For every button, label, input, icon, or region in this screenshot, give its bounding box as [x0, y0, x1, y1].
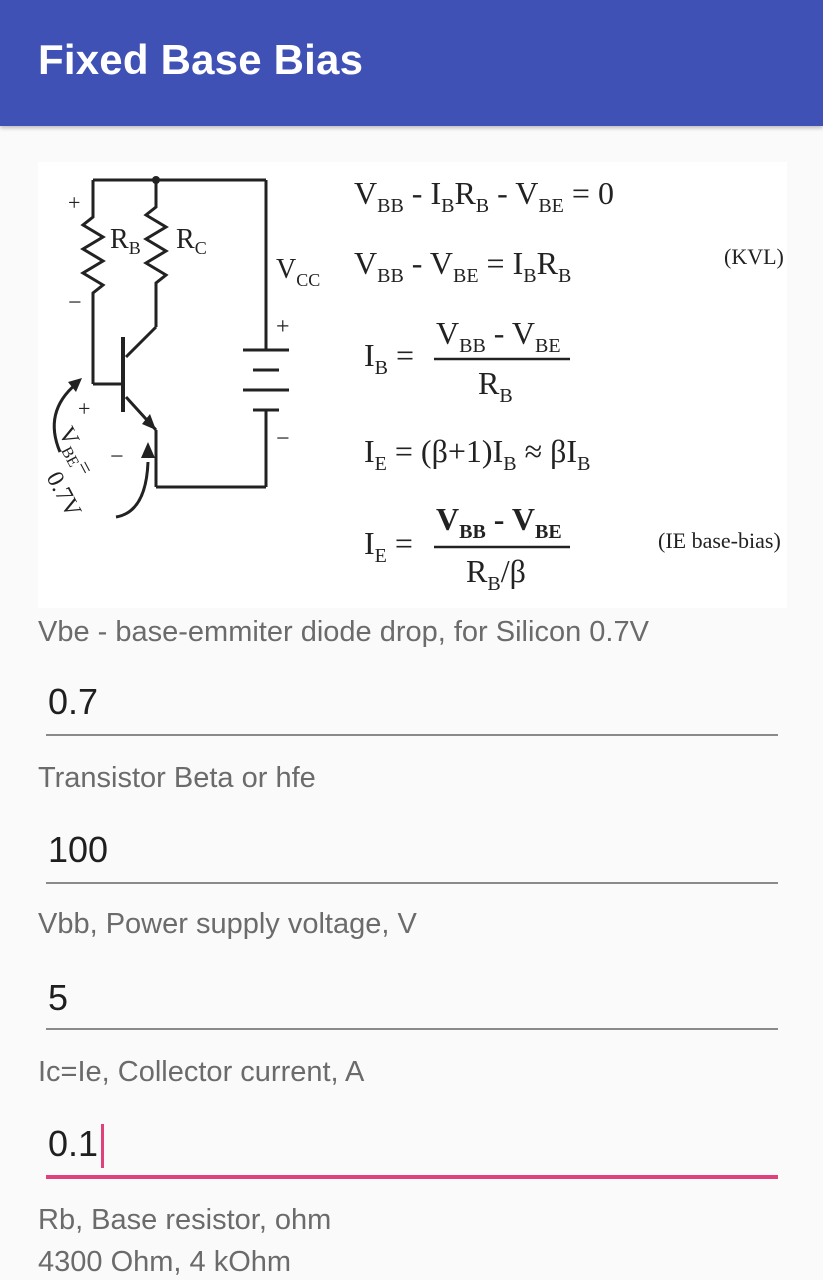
vbb-label: Vbb, Power supply voltage, V — [38, 908, 417, 940]
app-bar: Fixed Base Bias — [0, 0, 823, 126]
vbb-input-underline — [46, 1028, 778, 1030]
vcc-label: VCC — [276, 254, 320, 290]
beta-input-underline — [46, 882, 778, 884]
rb-result-value: 4300 Ohm, 4 kOhm — [38, 1246, 292, 1278]
vcc-plus: + — [276, 314, 290, 340]
beta-label: Transistor Beta or hfe — [38, 762, 316, 794]
vbe-minus: − — [110, 444, 124, 470]
equation-ie-bias-lhs: IE = — [364, 525, 413, 567]
ic-label: Ic=Ie, Collector current, A — [38, 1056, 365, 1088]
vbb-input[interactable] — [46, 970, 780, 1026]
kvl-tag: (KVL) — [724, 244, 784, 269]
equation-ie: IE = (β+1)IB ≈ βIB — [364, 433, 590, 475]
vbe-input-underline — [46, 734, 778, 736]
text-caret — [101, 1124, 104, 1168]
ie-bias-tag: (IE base-bias) — [658, 528, 781, 553]
equation-ib-denominator: RB — [478, 365, 513, 407]
equation-ib-numerator: VBB - VBE — [436, 315, 561, 357]
equation-ib-lhs: IB = — [364, 337, 414, 379]
vbe-label: Vbe - base-emmiter diode drop, for Silic… — [38, 616, 649, 648]
rb-plus: + — [68, 190, 80, 215]
circuit-diagram-image: + − RB RC VCC + − + − VBE= 0.7V VBB - IB… — [38, 162, 787, 608]
equation-kvl-2: VBB - VBE = IBRB — [354, 245, 571, 287]
rb-label: RB — [110, 224, 141, 258]
ic-input[interactable] — [46, 1116, 780, 1172]
rb-result-label: Rb, Base resistor, ohm — [38, 1204, 332, 1236]
page-title: Fixed Base Bias — [38, 36, 364, 83]
ic-input-underline — [46, 1175, 778, 1179]
rb-resistor — [80, 180, 106, 384]
equation-kvl-1: VBB - IBRB - VBE = 0 — [354, 175, 614, 217]
rb-minus: − — [68, 290, 82, 316]
vbe-input[interactable] — [46, 674, 780, 730]
rc-resistor — [143, 180, 169, 327]
equation-ie-bias-denominator: RB/β — [466, 553, 526, 595]
vcc-minus: − — [276, 426, 290, 452]
equation-ie-bias-numerator: VBB - VBE — [436, 501, 562, 543]
beta-input[interactable] — [46, 822, 780, 878]
vbe-plus: + — [78, 396, 90, 421]
rc-label: RC — [176, 224, 207, 258]
